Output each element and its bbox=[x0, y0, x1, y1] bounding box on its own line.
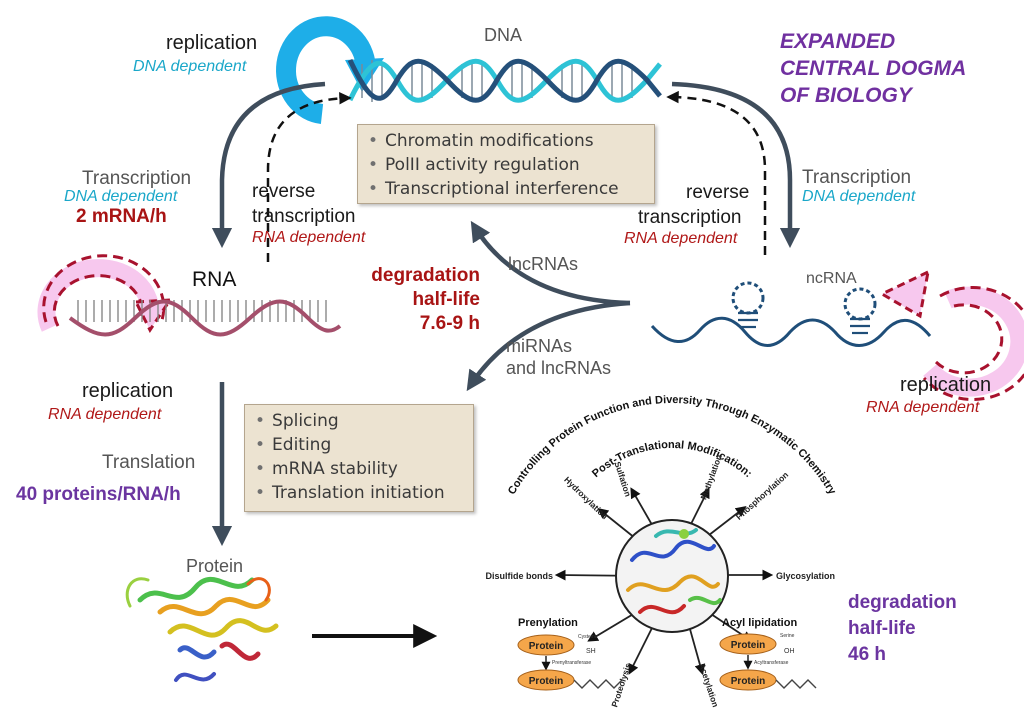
acyl-enzyme-label: Acyltransferase bbox=[754, 660, 789, 666]
rna-degradation: degradation half-life 7.6-9 h bbox=[346, 264, 480, 336]
prenyl-protein-bottom-label: Protein bbox=[529, 676, 563, 687]
dna-replication-label: replication bbox=[166, 32, 258, 54]
ncrna-replication-loop-icon bbox=[878, 269, 1024, 401]
post-transcriptional-box: Splicing Editing mRNA stability Translat… bbox=[244, 404, 474, 512]
reverse-transcription-right-arrow bbox=[666, 90, 767, 255]
chromatin-regulation-box: Chromatin modifications PolII activity r… bbox=[357, 124, 655, 204]
transcription-right-arrow bbox=[671, 81, 801, 249]
transcription-left-arrow bbox=[211, 81, 326, 249]
ptm-title-line1: Post-Translational Modification: bbox=[590, 439, 754, 480]
transcription-right-sub: DNA dependent bbox=[802, 188, 916, 205]
reverse-left-line2: transcription bbox=[252, 206, 356, 227]
diagram-title: EXPANDED CENTRAL DOGMA OF BIOLOGY bbox=[780, 28, 966, 109]
acyl-protein-top bbox=[719, 633, 777, 655]
rna-label: RNA bbox=[192, 268, 237, 291]
prenyl-enzyme-label: Prenyltransferase bbox=[552, 660, 591, 666]
transcription-left-sub: DNA dependent bbox=[64, 188, 178, 205]
lncrnas-label: lncRNAs bbox=[508, 254, 579, 274]
dna-replication-sub: DNA dependent bbox=[133, 58, 247, 75]
ptm-label-acetylation: Acetylation bbox=[697, 662, 721, 709]
rna-replication-sub: RNA dependent bbox=[48, 406, 162, 423]
protein-degradation-line2: half-life bbox=[848, 618, 916, 639]
rna-replication-label: replication bbox=[82, 380, 174, 402]
reverse-left-line1: reverse bbox=[252, 181, 316, 202]
ptm-label-proteolysis: Proteolysis bbox=[609, 661, 633, 708]
splicing-item: Splicing bbox=[255, 409, 463, 433]
transcription-right-label: Transcription bbox=[802, 167, 912, 188]
mirnas-arrow bbox=[466, 300, 631, 392]
title-line-3: OF BIOLOGY bbox=[780, 84, 912, 107]
ptm-label-prenylation: Prenylation bbox=[518, 617, 578, 629]
title-line-2: CENTRAL DOGMA bbox=[780, 57, 967, 80]
chromatin-item: Chromatin modifications bbox=[368, 129, 644, 153]
ptm-label-hydroxylation: Hydroxylation bbox=[562, 475, 610, 522]
acyl-serine-label: Serine bbox=[780, 633, 795, 639]
protein-structure-icon bbox=[125, 576, 279, 682]
ncrna-structure-icon bbox=[650, 281, 932, 347]
translation-label: Translation bbox=[102, 452, 196, 473]
ptm-label-methylation: Methylation bbox=[698, 453, 724, 501]
prenyl-protein-top-label: Protein bbox=[529, 641, 563, 652]
transcription-rate: 2 mRNA/h bbox=[76, 206, 167, 227]
title-line-1: EXPANDED bbox=[780, 30, 896, 53]
rna-degradation-line1: degradation bbox=[371, 265, 480, 286]
ptm-label-sulfation: Sulfation bbox=[612, 460, 633, 498]
acyl-protein-bottom-label: Protein bbox=[731, 676, 765, 687]
ncrna-replication-sub: RNA dependent bbox=[866, 399, 980, 416]
translation-rate: 40 proteins/RNA/h bbox=[16, 484, 181, 505]
prenylation-protein-top bbox=[517, 634, 575, 656]
reverse-right-line1: reverse bbox=[686, 182, 750, 203]
ncrna-replication-label: replication bbox=[900, 374, 992, 396]
chromatin-item: Transcriptional interference bbox=[368, 177, 644, 201]
dna-helix-icon bbox=[347, 58, 662, 103]
reverse-left-sub: RNA dependent bbox=[252, 229, 366, 246]
ptm-label-acyl-lipidation: Acyl lipidation bbox=[722, 617, 797, 629]
reverse-transcription-left-arrow bbox=[266, 91, 352, 262]
ncrna-label: ncRNA bbox=[806, 270, 857, 287]
chromatin-item: PolII activity regulation bbox=[368, 153, 644, 177]
prenyl-sh-label: SH bbox=[586, 648, 596, 655]
splicing-item: Translation initiation bbox=[255, 481, 463, 505]
reverse-right-line2: transcription bbox=[638, 207, 742, 228]
splicing-item: mRNA stability bbox=[255, 457, 463, 481]
rna-degradation-line2: half-life bbox=[412, 289, 480, 310]
rna-degradation-line3: 7.6-9 h bbox=[419, 313, 480, 334]
ptm-figure: Post-Translational Modification: Control… bbox=[486, 394, 839, 709]
mirnas-label-line1: miRNAs bbox=[506, 336, 572, 356]
acyl-protein-top-label: Protein bbox=[731, 640, 765, 651]
splicing-item: Editing bbox=[255, 433, 463, 457]
mirnas-label-line2: and lncRNAs bbox=[506, 358, 612, 378]
rna-strand-icon bbox=[68, 299, 342, 337]
rna-replication-loop-icon bbox=[37, 254, 173, 333]
lncrnas-arrow bbox=[470, 220, 631, 306]
ptm-label-phosphorylation: Phosphorylation bbox=[734, 470, 791, 522]
dna-label: DNA bbox=[484, 25, 523, 45]
transcription-left-label: Transcription bbox=[82, 168, 192, 189]
protein-label: Protein bbox=[186, 556, 244, 576]
protein-degradation: degradation half-life 46 h bbox=[848, 590, 957, 668]
reverse-right-sub: RNA dependent bbox=[624, 230, 738, 247]
prenyl-cysteine-label: Cysteine bbox=[578, 634, 598, 640]
ptm-label-glycosylation: Glycosylation bbox=[776, 571, 835, 581]
acyl-oh-label: OH bbox=[784, 648, 795, 655]
ptm-label-disulfide: Disulfide bonds bbox=[486, 571, 554, 581]
protein-degradation-line3: 46 h bbox=[848, 644, 887, 665]
protein-degradation-line1: degradation bbox=[848, 592, 957, 613]
